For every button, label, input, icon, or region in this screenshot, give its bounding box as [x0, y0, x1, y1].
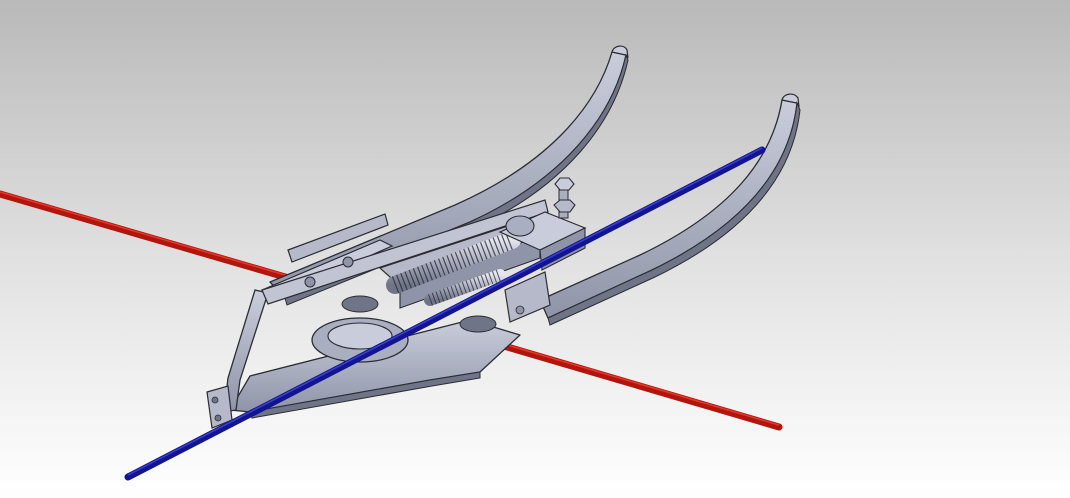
spring-coil	[386, 231, 521, 294]
spring-mechanism[interactable]	[311, 211, 587, 363]
hex-bolt[interactable]	[553, 177, 576, 219]
blue-wire[interactable]	[124, 146, 766, 481]
runner-right[interactable]	[539, 93, 801, 326]
red-wire[interactable]	[0, 190, 783, 431]
